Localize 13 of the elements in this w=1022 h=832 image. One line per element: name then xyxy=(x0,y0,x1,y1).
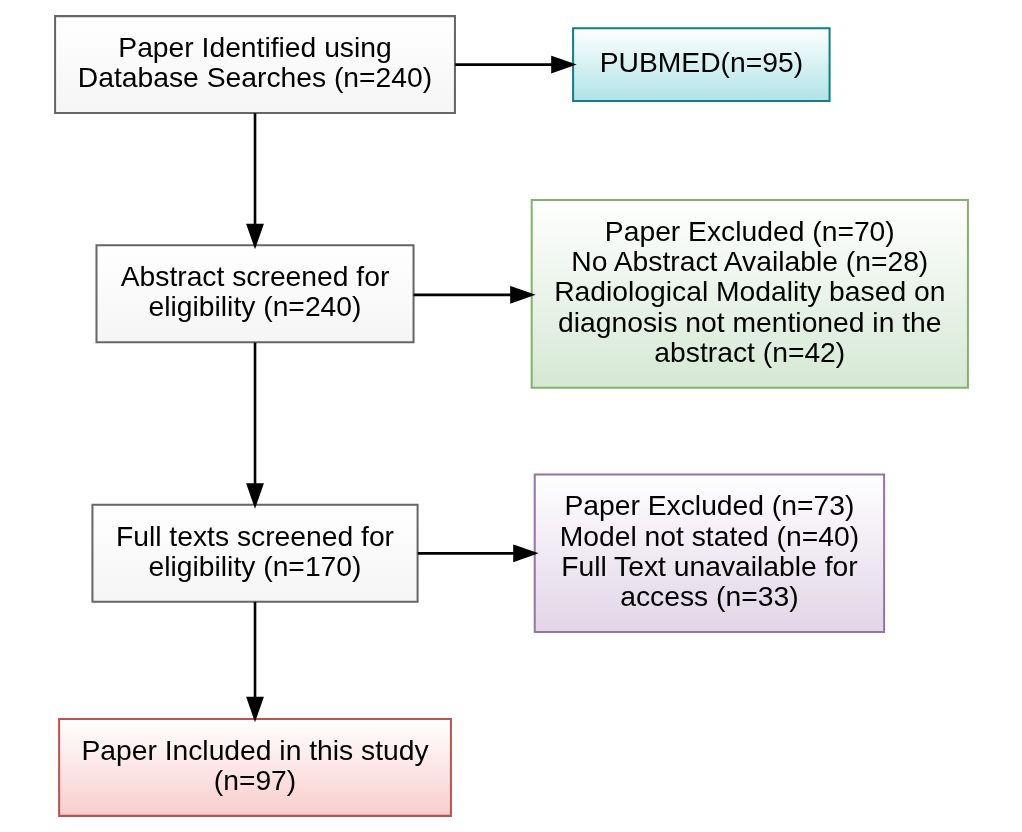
node-box: Paper Included in this study (n=97) xyxy=(57,717,452,817)
arrow xyxy=(245,342,264,509)
node-box: Paper Excluded (n=70) No Abstract Available (n=28) Radiological Modality based on diagnosis not mentioned in the abstract (n=42) xyxy=(530,198,969,389)
node-box: PUBMED(n=95) xyxy=(571,27,831,102)
node-box: Paper Identified using Database Searches (n=240) xyxy=(53,15,456,115)
node-box: Full texts screened for eligibility (n=170) xyxy=(90,503,419,603)
arrow xyxy=(245,601,264,723)
node-box: Abstract screened for eligibility (n=240) xyxy=(94,244,415,344)
arrow xyxy=(454,55,577,74)
node-box: Paper Excluded (n=73) Model not stated (n=40) Full Text unavailable for access (n=33) xyxy=(533,473,885,634)
arrow xyxy=(413,285,536,304)
arrow xyxy=(417,544,539,563)
arrow xyxy=(245,113,264,250)
